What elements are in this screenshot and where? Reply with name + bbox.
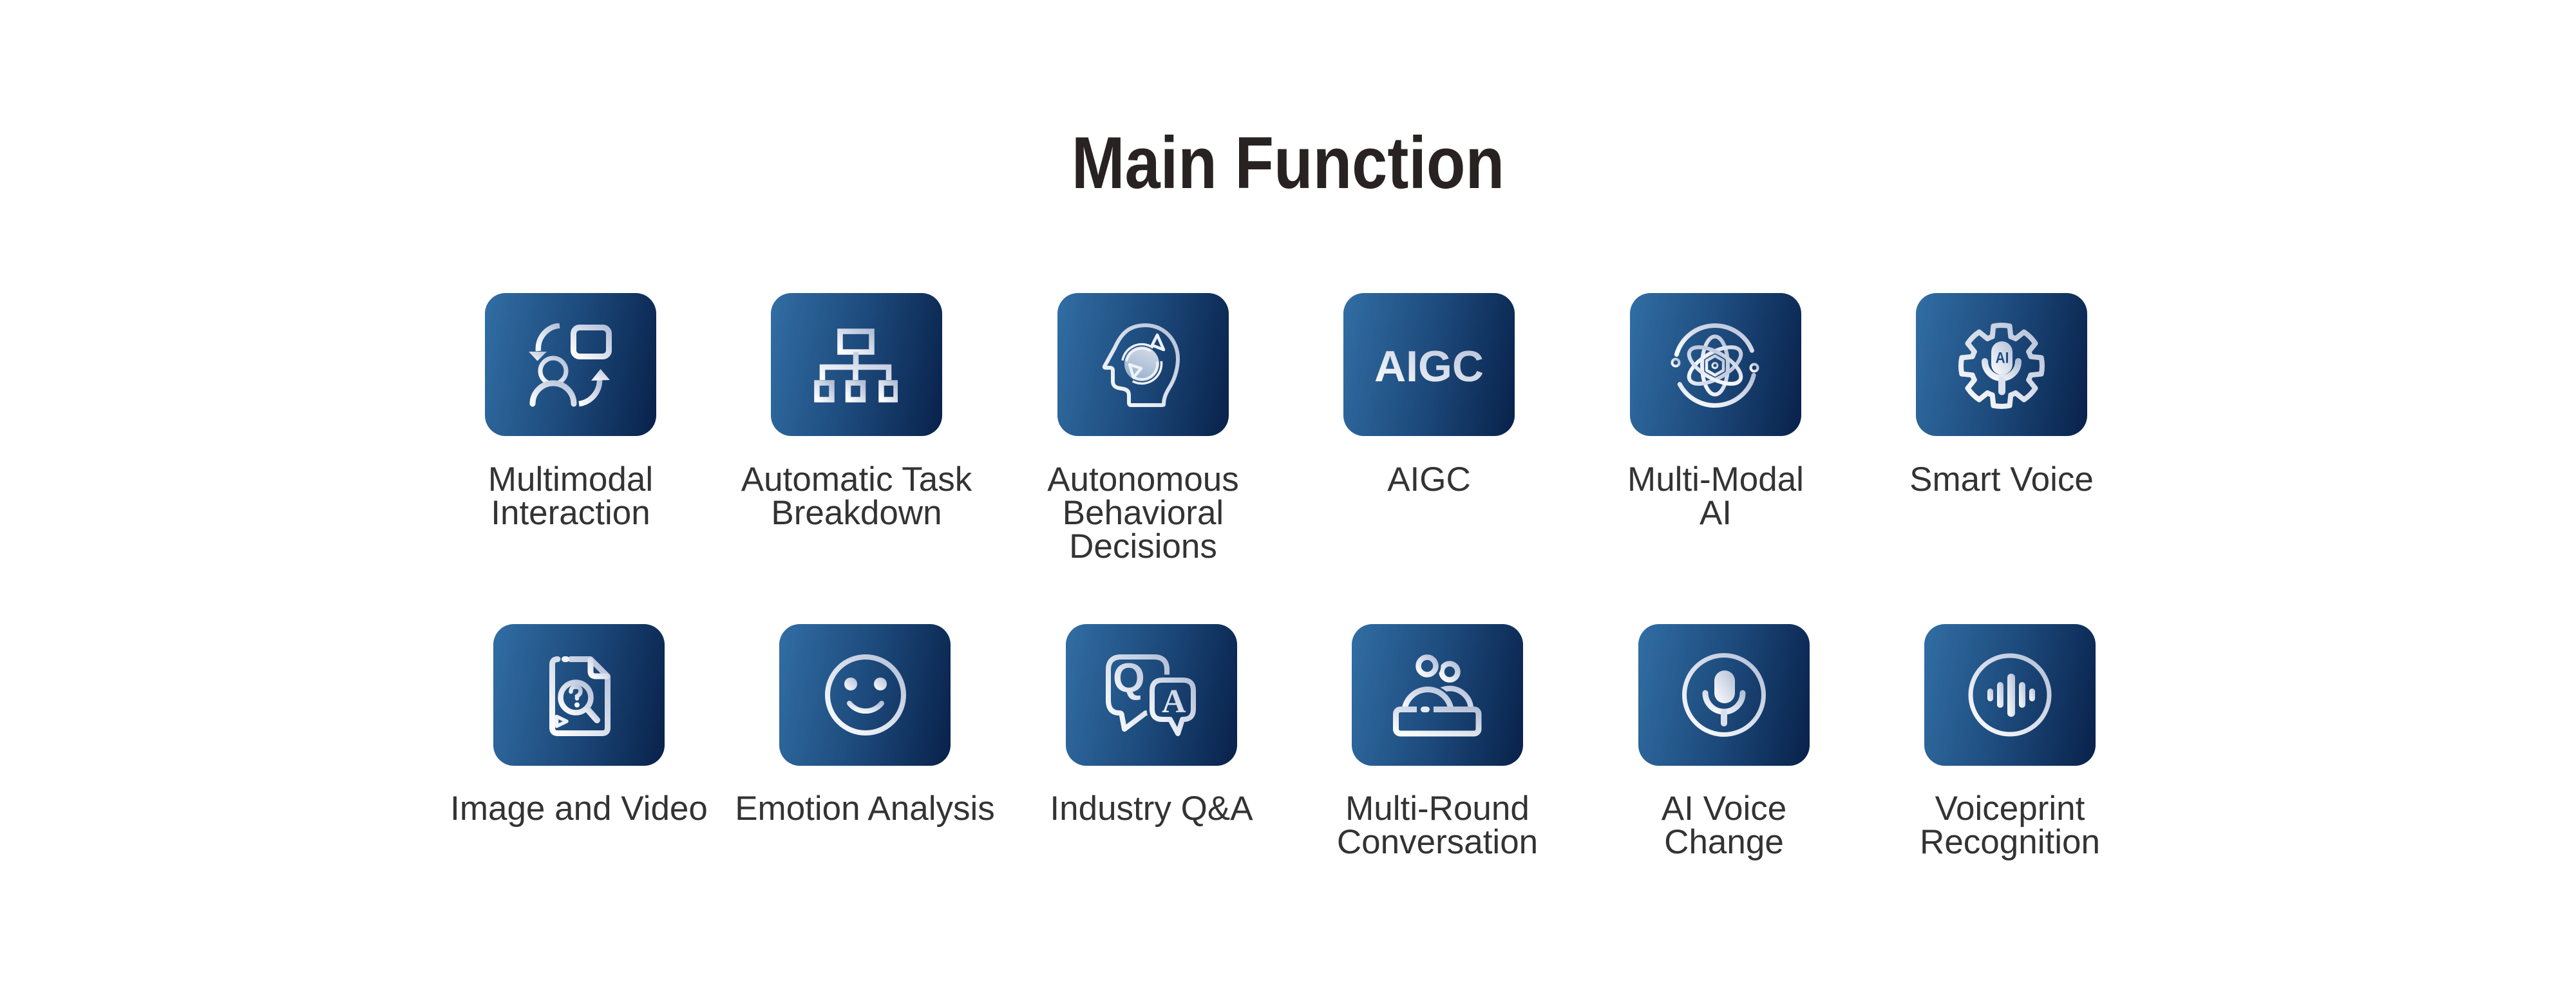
svg-text:A: A: [1162, 683, 1186, 720]
svg-text:AIGC: AIGC: [1374, 342, 1484, 391]
svg-text:Q: Q: [1113, 655, 1145, 701]
svg-text:AI: AI: [1995, 350, 2009, 367]
